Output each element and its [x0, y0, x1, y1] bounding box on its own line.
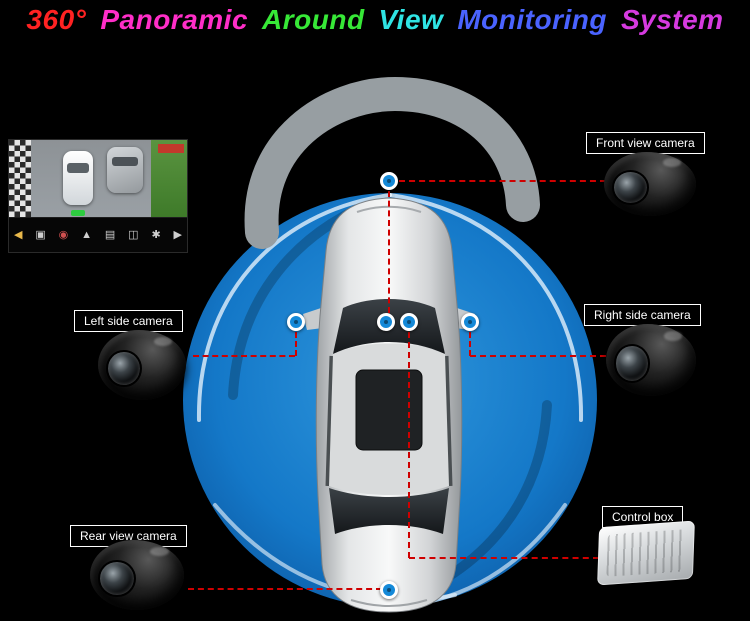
green-marker [71, 210, 85, 216]
camera-dot-rear [380, 581, 398, 599]
camera-dot-front [380, 172, 398, 190]
title-word: Around [262, 4, 365, 35]
right-camera-image [606, 324, 696, 396]
camera-dot-center-left [377, 313, 395, 331]
connector-right-horizontal [470, 355, 606, 357]
connector-front-to-center [388, 191, 390, 313]
camera-lens-icon [105, 349, 142, 388]
connector-right-vertical [469, 332, 471, 356]
monitor-car2-windshield [112, 157, 138, 166]
connector-left-vertical [295, 332, 297, 356]
title-word: Panoramic [100, 4, 249, 35]
connector-rear-horizontal [188, 588, 382, 590]
connector-control-horizontal [409, 557, 599, 559]
car-trunk-line [350, 599, 428, 607]
red-banner [158, 144, 184, 153]
camera-glint [662, 158, 682, 167]
camera-glint [154, 337, 172, 347]
monitor-birdview-scene [9, 140, 187, 218]
front-camera-image [604, 152, 696, 216]
monitor-next-icon: ▶ [173, 228, 182, 241]
car-left-mirror [303, 308, 323, 330]
car-top-view [303, 197, 475, 613]
camera-lens-icon [612, 169, 650, 205]
surround-view-monitor-preview: ◀ ▣ ◉ ▲ ▤ ◫ ✱ ▶ [8, 139, 188, 253]
rear-camera-image [90, 540, 184, 610]
monitor-settings-icon: ✱ [151, 228, 161, 241]
page-title: 360° Panoramic Around View Monitoring System [0, 4, 750, 36]
car-right-windows [443, 355, 453, 487]
connector-control-vertical [408, 332, 410, 558]
car-rear-window [329, 488, 449, 534]
title-word: System [620, 4, 724, 35]
monitor-car-windshield [67, 163, 89, 173]
checker-pattern [9, 140, 31, 218]
camera-dot-center-right [400, 313, 418, 331]
camera-glint [150, 547, 169, 557]
camera-lens-icon [98, 559, 137, 598]
monitor-silver-car [107, 147, 143, 193]
camera-lens-icon [614, 344, 651, 383]
gray-swirl [244, 76, 540, 249]
connector-left-horizontal [193, 355, 295, 357]
monitor-toolbar: ◀ ▣ ◉ ▲ ▤ ◫ ✱ ▶ [9, 217, 187, 252]
car-sunroof [355, 369, 423, 451]
title-word: View [378, 4, 444, 35]
monitor-record-icon: ◉ [58, 228, 69, 241]
camera-dot-right [461, 313, 479, 331]
title-word: 360° [26, 4, 87, 35]
car-left-windows [325, 355, 335, 487]
camera-dot-left [287, 313, 305, 331]
monitor-grid-view-icon: ▤ [104, 228, 116, 241]
left-camera-image [98, 330, 186, 400]
monitor-car-view-icon: ▣ [35, 228, 46, 241]
connector-front-horizontal [399, 180, 606, 182]
monitor-up-view-icon: ▲ [81, 228, 92, 241]
grass-strip [151, 140, 187, 218]
monitor-split-view-icon: ◫ [128, 228, 139, 241]
camera-glint [663, 331, 682, 341]
title-word: Monitoring [457, 4, 607, 35]
monitor-back-icon: ◀ [14, 228, 23, 241]
label-left-camera: Left side camera [74, 310, 183, 333]
label-front-camera: Front view camera [586, 132, 705, 155]
control-box-heatsink-fins [606, 529, 686, 577]
control-box-image [597, 520, 695, 586]
swirl-arc [196, 193, 392, 422]
monitor-white-car [63, 151, 93, 205]
swirl-arc [388, 193, 584, 422]
